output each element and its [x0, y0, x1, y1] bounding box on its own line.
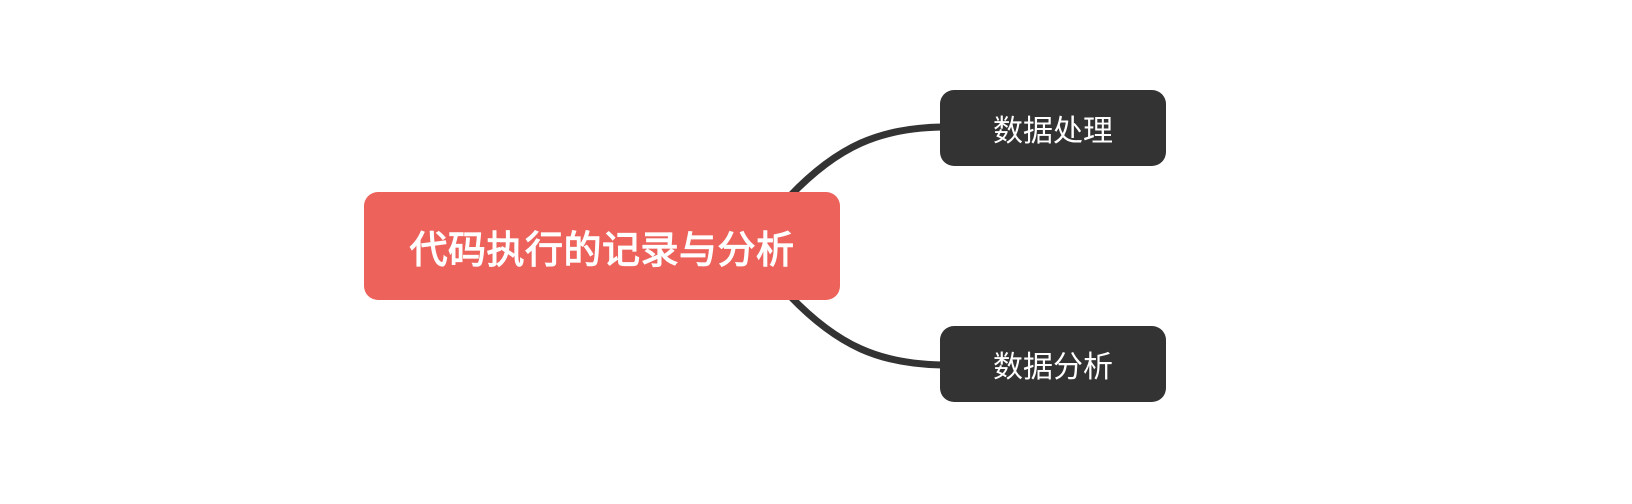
- root-topic[interactable]: 代码执行的记录与分析: [364, 192, 840, 300]
- connector-to-data-analysis: [786, 292, 946, 369]
- connector-to-data-processing: [786, 123, 946, 200]
- branch-topic-data-processing[interactable]: 数据处理: [940, 90, 1166, 166]
- branch-topic-data-analysis[interactable]: 数据分析: [940, 326, 1166, 402]
